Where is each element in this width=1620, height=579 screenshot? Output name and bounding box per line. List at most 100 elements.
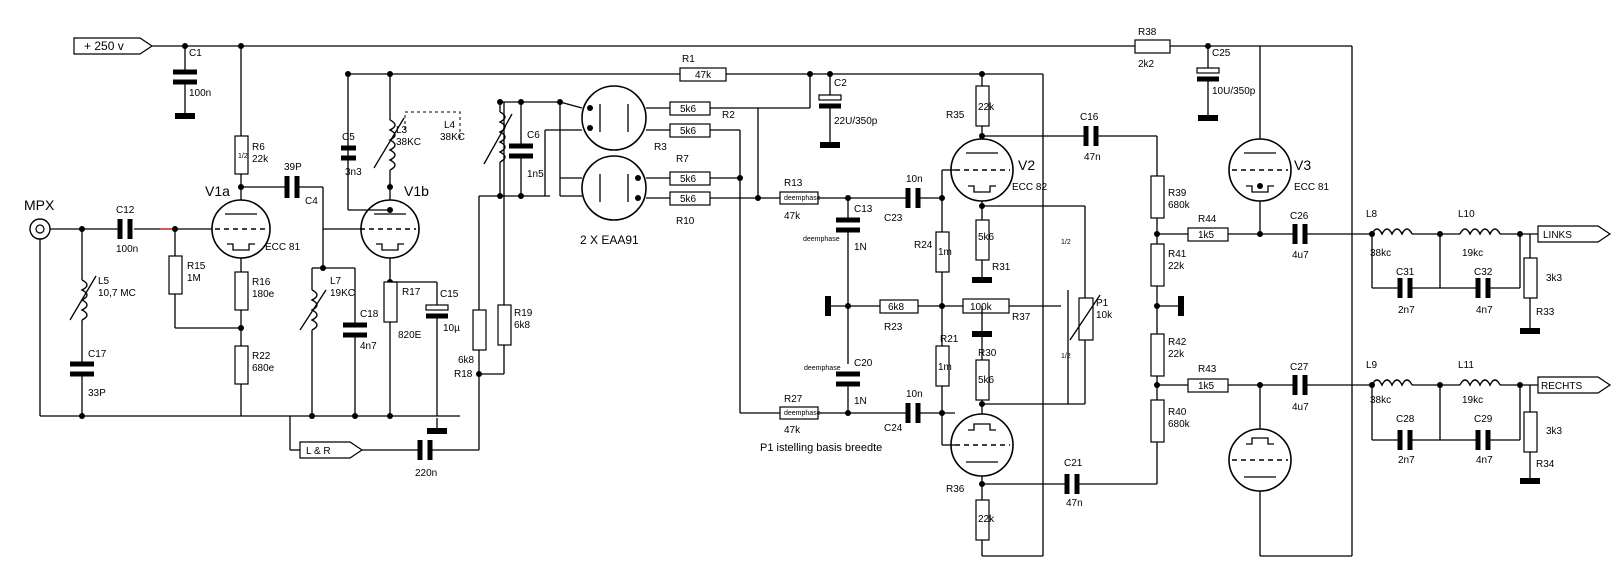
- svg-text:47n: 47n: [1084, 152, 1101, 163]
- svg-text:820E: 820E: [398, 330, 422, 341]
- lr-port: L & R 220n: [289, 416, 479, 479]
- svg-text:C6: C6: [527, 130, 540, 141]
- svg-text:R37: R37: [1012, 312, 1031, 323]
- svg-text:R15: R15: [187, 261, 206, 272]
- svg-text:22U/350p: 22U/350p: [834, 116, 878, 127]
- svg-text:4n7: 4n7: [1476, 305, 1493, 316]
- svg-text:V3: V3: [1294, 157, 1311, 173]
- svg-text:22k: 22k: [978, 514, 995, 525]
- r38-c25: R38 2k2 C25 10U/350p: [1134, 27, 1256, 121]
- mpx-label: MPX: [24, 197, 55, 213]
- svg-text:10n: 10n: [906, 389, 923, 400]
- svg-text:C24: C24: [884, 423, 903, 434]
- svg-text:L & R: L & R: [306, 446, 331, 457]
- svg-text:2 X EAA91: 2 X EAA91: [580, 233, 639, 247]
- svg-text:C15: C15: [440, 289, 459, 300]
- v1b-tube: V1b R17 820E C15 10µ: [360, 183, 460, 434]
- c16-c21: C16 47n C21 47n: [1064, 112, 1157, 509]
- p1-pot: P1 10k 1/2 1/2: [1061, 239, 1113, 405]
- svg-text:1n5: 1n5: [527, 169, 544, 180]
- svg-text:R7: R7: [676, 154, 689, 165]
- svg-text:R36: R36: [946, 484, 965, 495]
- p1-note: P1 istelling basis breedte: [760, 442, 882, 454]
- svg-text:33P: 33P: [88, 388, 106, 399]
- svg-text:1M: 1M: [187, 273, 201, 284]
- svg-text:R17: R17: [402, 287, 421, 298]
- rechts-filter: L9 38kc L11 19kc C28 2n7 C29 4n7 RECHTS …: [1366, 360, 1612, 484]
- svg-text:R33: R33: [1536, 307, 1555, 318]
- svg-text:V1b: V1b: [404, 183, 429, 199]
- svg-text:C31: C31: [1396, 267, 1415, 278]
- svg-text:R35: R35: [946, 110, 965, 121]
- c23-c24: 10n C23 10n C24: [884, 174, 955, 434]
- svg-text:V1a: V1a: [205, 183, 230, 199]
- svg-text:1N: 1N: [854, 242, 867, 253]
- svg-text:L5: L5: [98, 276, 110, 287]
- svg-text:680k: 680k: [1168, 419, 1191, 430]
- svg-text:2n7: 2n7: [1398, 455, 1415, 466]
- svg-text:R22: R22: [252, 351, 271, 362]
- svg-text:4u7: 4u7: [1292, 250, 1309, 261]
- svg-text:19KC: 19KC: [330, 288, 355, 299]
- svg-text:deemphase: deemphase: [784, 410, 821, 417]
- svg-text:C18: C18: [360, 309, 379, 320]
- svg-text:47n: 47n: [1066, 498, 1083, 509]
- c4: 39P C4: [241, 162, 360, 230]
- svg-text:L8: L8: [1366, 209, 1378, 220]
- svg-text:5k6: 5k6: [978, 232, 995, 243]
- svg-text:L11: L11: [1458, 360, 1474, 371]
- svg-text:1k5: 1k5: [1198, 230, 1215, 241]
- svg-text:10n: 10n: [906, 174, 923, 185]
- mpx-input: MPX C12 100n: [24, 197, 220, 416]
- svg-text:L4: L4: [444, 120, 456, 131]
- svg-text:10U/350p: 10U/350p: [1212, 86, 1256, 97]
- svg-text:38kc: 38kc: [1370, 395, 1391, 406]
- svg-text:100k: 100k: [970, 302, 993, 313]
- svg-text:1/2: 1/2: [238, 153, 248, 160]
- svg-text:22k: 22k: [978, 102, 995, 113]
- svg-text:6k8: 6k8: [458, 355, 475, 366]
- svg-text:1/2: 1/2: [1061, 239, 1071, 246]
- svg-text:C25: C25: [1212, 48, 1231, 59]
- svg-text:1N: 1N: [854, 396, 867, 407]
- svg-text:C32: C32: [1474, 267, 1493, 278]
- svg-text:V2: V2: [1018, 157, 1035, 173]
- svg-text:R24: R24: [914, 240, 933, 251]
- svg-text:C4: C4: [305, 196, 318, 207]
- svg-text:C2: C2: [834, 78, 847, 89]
- svg-text:R27: R27: [784, 394, 803, 405]
- svg-text:4n7: 4n7: [360, 341, 377, 352]
- svg-text:R38: R38: [1138, 27, 1157, 38]
- svg-text:5k6: 5k6: [680, 104, 697, 115]
- svg-text:3k3: 3k3: [1546, 273, 1563, 284]
- svg-text:deemphase: deemphase: [803, 236, 840, 243]
- svg-text:ECC 81: ECC 81: [265, 242, 300, 253]
- svg-text:10,7 MC: 10,7 MC: [98, 288, 136, 299]
- svg-text:R43: R43: [1198, 364, 1217, 375]
- svg-text:L9: L9: [1366, 360, 1378, 371]
- svg-text:5k6: 5k6: [680, 126, 697, 137]
- svg-text:R42: R42: [1168, 337, 1187, 348]
- svg-text:C29: C29: [1474, 414, 1493, 425]
- svg-text:5k6: 5k6: [680, 174, 697, 185]
- svg-text:3n3: 3n3: [345, 167, 362, 178]
- svg-text:2n7: 2n7: [1398, 305, 1415, 316]
- svg-text:C16: C16: [1080, 112, 1099, 123]
- svg-text:R39: R39: [1168, 188, 1187, 199]
- svg-text:R34: R34: [1536, 459, 1555, 470]
- c5-l3: C5 3n3 L3 38KC: [341, 110, 461, 213]
- svg-text:R41: R41: [1168, 249, 1187, 260]
- svg-text:L10: L10: [1458, 209, 1475, 220]
- svg-text:19kc: 19kc: [1462, 395, 1483, 406]
- svg-text:R21: R21: [940, 334, 959, 345]
- svg-text:2k2: 2k2: [1138, 59, 1155, 70]
- v3-tube: V3 ECC 81: [1228, 138, 1352, 557]
- svg-text:C13: C13: [854, 204, 873, 215]
- svg-text:L7: L7: [330, 276, 342, 287]
- eaa91-diodes: 2 X EAA91 5k6 5k6 5k6 5k6 R2 R3 R7 R10: [544, 85, 780, 413]
- svg-text:C12: C12: [116, 205, 135, 216]
- matrix-ladder: R39 680k R41 22k R42 22k R40 680k 1k5 R4…: [1150, 136, 1260, 484]
- svg-text:C5: C5: [342, 132, 355, 143]
- svg-text:3k3: 3k3: [1546, 426, 1563, 437]
- svg-text:C23: C23: [884, 213, 903, 224]
